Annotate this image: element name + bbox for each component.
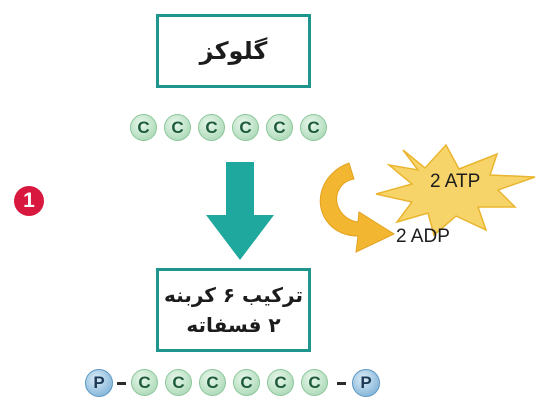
atp-label: 2 ATP [430,171,481,192]
carbon-atom: C [130,114,157,141]
bottom-box-line1: ترکیب ۶ کربنه [164,283,303,307]
curved-arrow-icon [319,162,396,253]
carbon-atom: C [301,369,328,396]
glucose-label: گلوکز [199,37,268,65]
atp-starburst [375,143,536,237]
carbon-atom: C [266,114,293,141]
carbon-atom: C [267,369,294,396]
bond-dash [117,382,126,385]
carbon-atom: C [198,114,225,141]
step-number-badge: 1 [14,186,44,216]
bond-dash [337,382,346,385]
carbon-atom: C [131,369,158,396]
down-arrow-icon [206,162,274,260]
carbon-atom: C [233,369,260,396]
phosphate-group: P [85,369,113,397]
carbon-atom: C [199,369,226,396]
carbon-atom: C [232,114,259,141]
carbon-atom: C [300,114,327,141]
phosphate-group: P [352,369,380,397]
bottom-box-line2: ۲ فسفاته [186,313,281,337]
fructose-bisphosphate-box: ترکیب ۶ کربنه ۲ فسفاته [156,268,311,352]
glucose-box: گلوکز [156,14,311,88]
carbon-atom: C [165,369,192,396]
carbon-atom: C [164,114,191,141]
adp-label: 2 ADP [396,226,450,247]
